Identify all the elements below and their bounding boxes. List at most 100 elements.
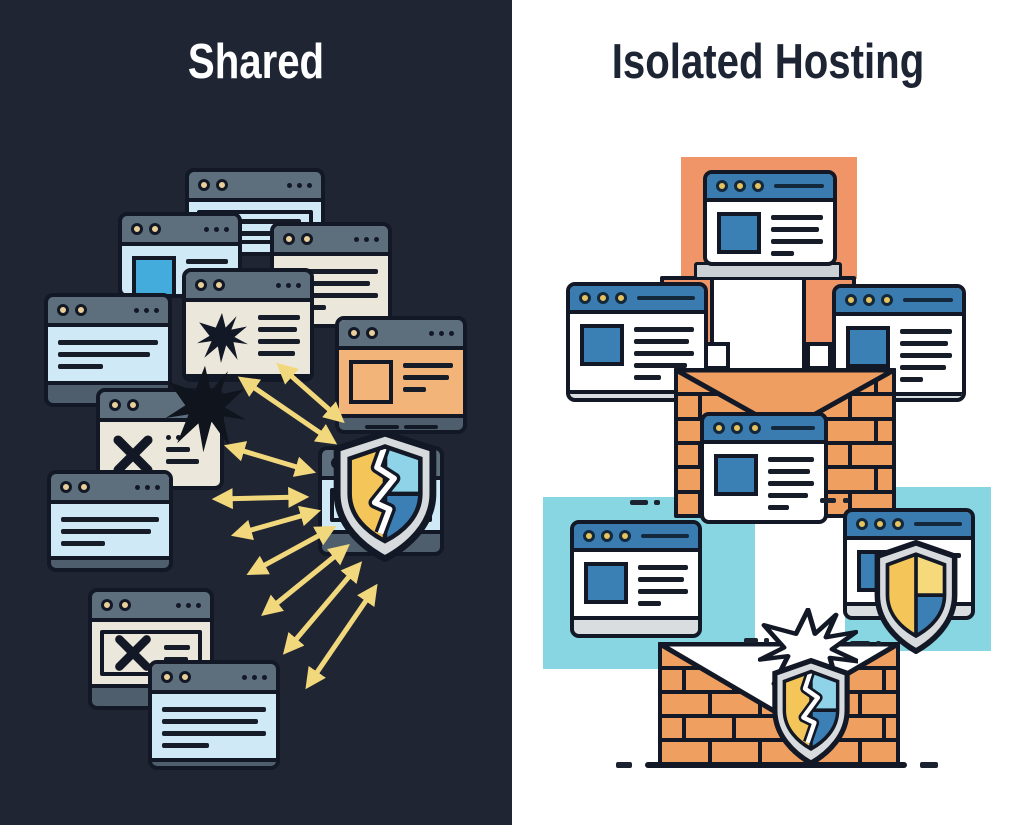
decorative-shape <box>242 674 247 680</box>
shared-window-error-box <box>88 588 214 710</box>
decorative-shape <box>262 674 267 680</box>
window-titlebar <box>186 272 310 302</box>
footer-line <box>184 769 244 770</box>
titlebar-dot-icon <box>283 233 295 245</box>
decorative-shape <box>224 226 229 232</box>
titlebar-menu-dots-icon <box>287 182 312 188</box>
isolated-window-left <box>566 282 708 402</box>
titlebar-dot-icon <box>874 518 886 530</box>
decorative-dash <box>630 500 648 505</box>
firewalled-window <box>700 412 828 524</box>
protected-shield-icon <box>870 540 962 654</box>
brick <box>686 718 732 738</box>
brick <box>662 694 708 714</box>
blocked-attack-shield-icon <box>768 658 854 766</box>
decorative-shape <box>276 282 281 288</box>
window-titlebar <box>707 174 833 202</box>
window-content <box>48 327 168 381</box>
titlebar-dot-icon <box>583 530 595 542</box>
isolated-window-cell-left <box>570 520 702 638</box>
decorative-shape <box>439 330 444 336</box>
brick <box>878 469 892 490</box>
titlebar-dot-icon <box>749 422 761 434</box>
decorative-shape <box>429 330 434 336</box>
malware-splat <box>164 364 246 454</box>
shared-window-upper-left <box>118 212 242 298</box>
titlebar-dot-icon <box>752 180 764 192</box>
brick <box>662 718 682 738</box>
content-line <box>403 363 453 368</box>
titlebar-dot-icon <box>863 294 875 306</box>
content-line <box>638 589 688 594</box>
window-titlebar <box>152 664 276 694</box>
titlebar-dot-icon <box>60 481 72 493</box>
shared-window-infected <box>182 268 314 382</box>
window-footer <box>836 392 962 398</box>
titlebar-dot-icon <box>213 279 225 291</box>
content-line <box>284 269 378 274</box>
shared-hosting-panel: Shared <box>0 0 512 825</box>
titlebar-dot-icon <box>119 599 131 611</box>
shared-window-bottom <box>148 660 280 770</box>
titlebar-menu-dots-icon <box>242 674 267 680</box>
isolated-title: Isolated Hosting <box>611 35 925 89</box>
titlebar-dot-icon <box>615 292 627 304</box>
titlebar-menu-dots-icon <box>135 484 160 490</box>
brick <box>878 372 892 393</box>
brick-row <box>678 372 892 393</box>
content-line <box>162 731 266 736</box>
arch-notch <box>806 342 832 370</box>
decorative-shape <box>166 435 210 440</box>
titlebar-dot-icon <box>179 671 191 683</box>
content-line <box>58 364 103 369</box>
content-line <box>771 251 795 256</box>
titlebar-dot-icon <box>195 279 207 291</box>
decorative-shape <box>204 226 209 232</box>
decorative-shape <box>252 674 257 680</box>
decorative-shape <box>287 182 292 188</box>
content-line <box>164 644 190 650</box>
brick <box>828 420 874 441</box>
content-lines <box>768 454 814 510</box>
titlebar-dot-icon <box>216 179 228 191</box>
content-line <box>61 529 152 534</box>
titlebar-dot-icon <box>619 530 631 542</box>
brick <box>678 493 698 514</box>
decorative-shape <box>297 182 302 188</box>
decorative-dash <box>654 500 660 505</box>
content-line <box>634 375 661 380</box>
decorative-shape <box>449 330 454 336</box>
decorative-shape <box>214 226 219 232</box>
window-titlebar <box>51 474 169 504</box>
titlebar-address-line <box>637 296 695 300</box>
brick <box>678 396 698 417</box>
brick <box>828 469 874 490</box>
titlebar-dot-icon <box>579 292 591 304</box>
content-line <box>634 327 694 332</box>
content-line <box>162 707 266 712</box>
titlebar-menu-dots-icon <box>134 307 159 313</box>
content-line <box>403 387 426 392</box>
window-content <box>707 202 833 262</box>
shared-title: Shared <box>187 35 325 89</box>
titlebar-menu-dots-icon <box>354 236 379 242</box>
titlebar-dot-icon <box>716 180 728 192</box>
window-titlebar <box>189 172 321 202</box>
decorative-dash <box>920 762 938 768</box>
titlebar-dot-icon <box>57 304 69 316</box>
error-x-icon <box>110 432 156 478</box>
content-line <box>258 315 300 320</box>
brick <box>662 742 708 762</box>
content-line <box>638 577 684 582</box>
titlebar-dot-icon <box>127 399 139 411</box>
decorative-shape <box>307 182 312 188</box>
window-titlebar <box>339 320 463 350</box>
content-line <box>638 565 688 570</box>
decorative-dash <box>744 638 758 643</box>
titlebar-dot-icon <box>198 179 210 191</box>
window-titlebar <box>570 286 704 314</box>
content-lines <box>164 644 190 662</box>
window-footer <box>574 616 698 634</box>
isolated-window-top <box>703 170 837 266</box>
titlebar-dot-icon <box>366 327 378 339</box>
